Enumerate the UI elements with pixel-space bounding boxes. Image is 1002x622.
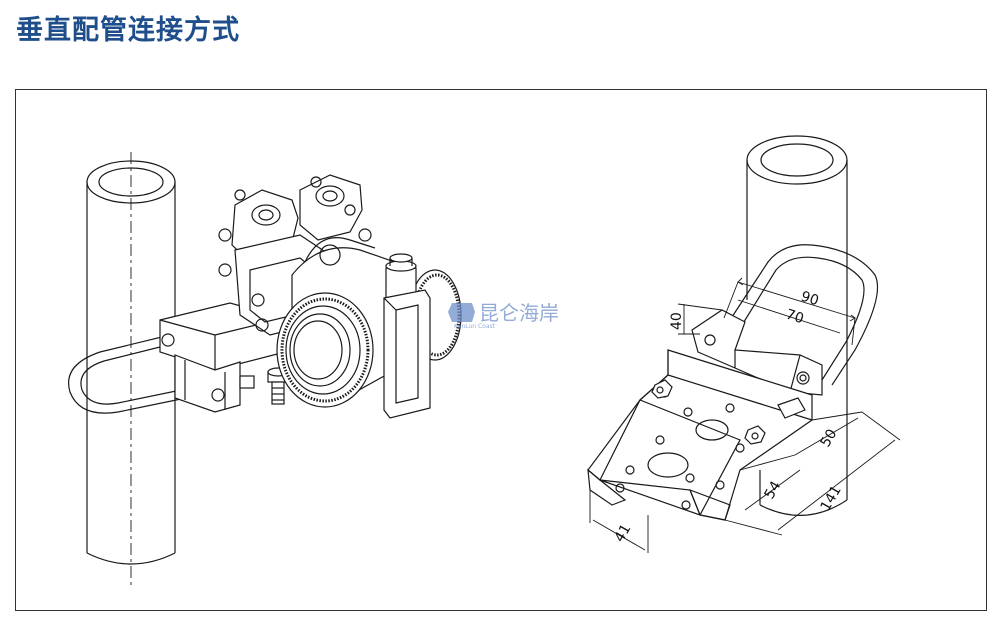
left-u-bolt <box>68 334 216 414</box>
watermark-logo-icon <box>448 303 475 322</box>
right-pipe <box>746 135 848 516</box>
left-pipe <box>86 152 176 585</box>
right-bracket <box>587 349 813 521</box>
dimension-lines <box>589 277 901 553</box>
page-title: 垂直配管连接方式 <box>16 15 240 46</box>
right-u-bolt <box>729 244 879 386</box>
watermark-sub: KunLun Coast <box>454 323 496 330</box>
dim-90: 90 <box>799 289 821 310</box>
dim-141: 141 <box>818 483 845 514</box>
watermark: KunLun Coast 昆仑海岸 <box>448 301 559 330</box>
right-clamp-plate <box>691 309 823 396</box>
transmitter <box>218 174 462 419</box>
left-assembly <box>68 152 462 585</box>
right-assembly: 90 70 40 50 54 141 41 <box>587 135 901 553</box>
dim-50: 50 <box>818 427 841 450</box>
dim-54: 54 <box>762 478 785 502</box>
dim-41: 41 <box>612 522 635 545</box>
drawing-frame <box>15 89 987 611</box>
dim-40: 40 <box>669 312 685 330</box>
dimension-labels: 90 70 40 50 54 141 41 <box>612 289 845 545</box>
dim-70: 70 <box>784 307 806 328</box>
watermark-text: 昆仑海岸 <box>479 301 559 325</box>
